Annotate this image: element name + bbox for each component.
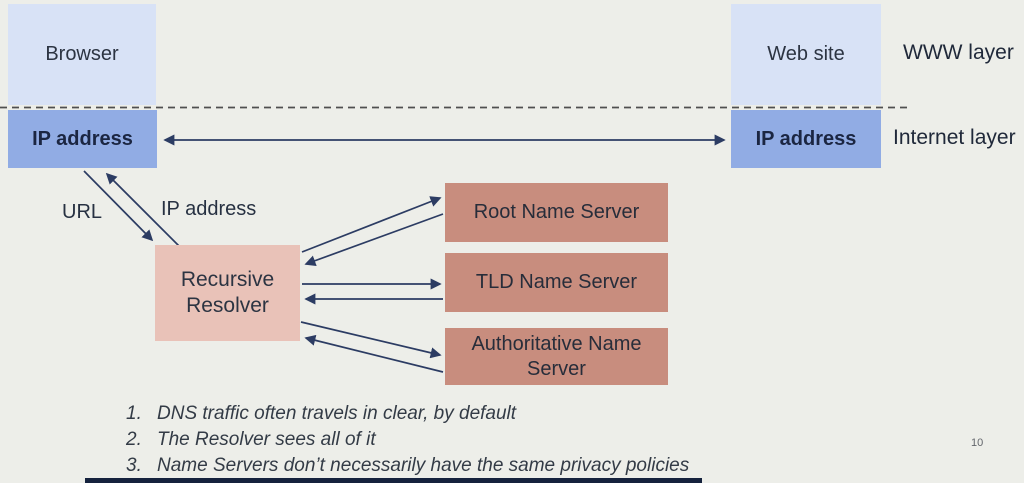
ip-address-right-label: IP address <box>755 127 857 150</box>
note-text: Name Servers don’t necessarily have the … <box>157 455 690 476</box>
internet-layer-label: Internet layer <box>893 126 1016 149</box>
edge-auth-to-resolver <box>304 334 444 373</box>
browser-node-label: Browser <box>45 43 119 65</box>
note-text: DNS traffic often travels in clear, by d… <box>157 403 517 424</box>
root-name-server-label: Root Name Server <box>473 201 640 223</box>
note-item-3: 3. Name Servers don’t necessarily have t… <box>126 455 689 477</box>
ip-address-left-node: IP address <box>8 110 157 168</box>
root-name-server-node: Root Name Server <box>445 183 668 242</box>
edge-root-to-resolver <box>304 213 444 266</box>
url-edge-label: URL <box>62 201 103 223</box>
footer-accent-bar <box>85 478 702 483</box>
ip-address-left-label: IP address <box>32 127 133 150</box>
www-layer-label: WWW layer <box>903 41 1014 64</box>
note-number: 3. <box>126 455 142 476</box>
note-item-2: 2. The Resolver sees all of it <box>126 429 689 451</box>
notes-list: 1. DNS traffic often travels in clear, b… <box>126 403 689 477</box>
website-node-label: Web site <box>767 43 845 65</box>
website-node: Web site <box>731 4 881 105</box>
note-item-1: 1. DNS traffic often travels in clear, b… <box>126 403 689 425</box>
tld-name-server-label: TLD Name Server <box>475 271 638 293</box>
browser-node: Browser <box>8 4 156 105</box>
authoritative-name-server-node: Authoritative Name Server <box>445 328 668 385</box>
recursive-resolver-node: Recursive Resolver <box>155 245 300 341</box>
ip-address-right-node: IP address <box>731 110 881 168</box>
authoritative-name-server-label: Authoritative Name Server <box>471 332 642 380</box>
recursive-resolver-label: Recursive Resolver <box>180 267 275 317</box>
note-number: 2. <box>126 429 142 450</box>
page-number: 10 <box>971 437 984 449</box>
edge-resolver-to-auth <box>300 321 442 359</box>
tld-name-server-node: TLD Name Server <box>445 253 668 312</box>
note-number: 1. <box>126 403 142 424</box>
edge-resolver-to-root <box>301 196 442 253</box>
ip-address-edge-label: IP address <box>161 198 257 220</box>
note-text: The Resolver sees all of it <box>157 429 376 450</box>
